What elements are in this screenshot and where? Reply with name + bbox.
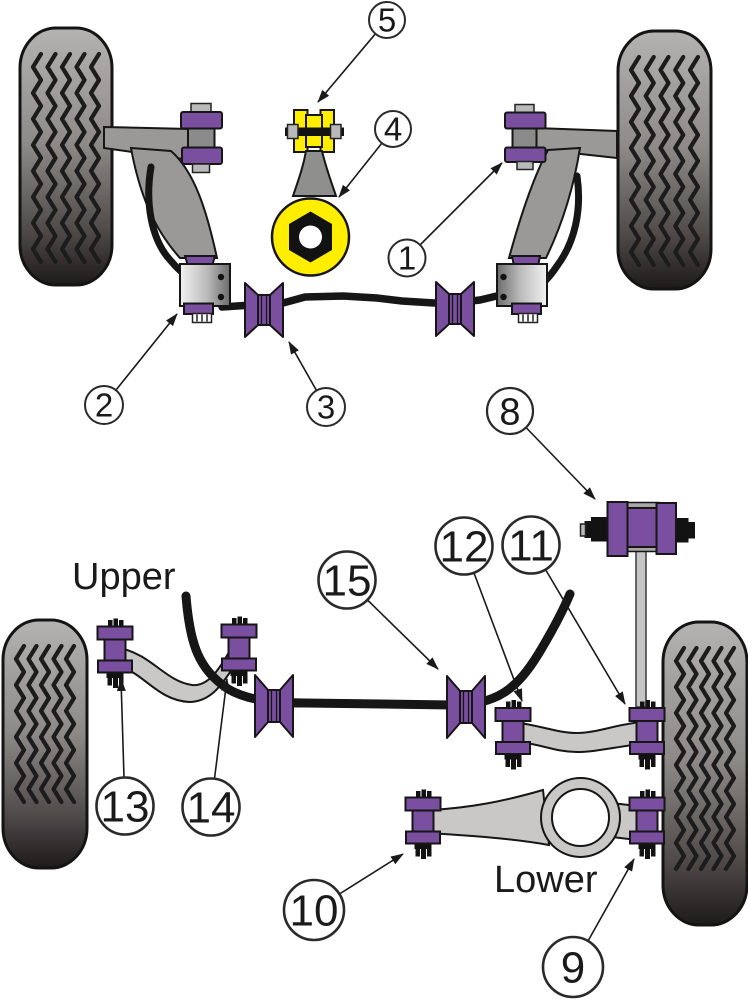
svg-text:3: 3 [317,389,335,426]
callout-9: 9 [541,858,635,999]
callout-2: 2 [84,313,178,425]
svg-text:8: 8 [499,391,520,433]
callout-13: 13 [95,678,155,836]
callout-5: 5 [317,1,406,103]
front-arb-bushing-right [435,281,475,337]
svg-text:9: 9 [561,943,585,992]
front-wishbone-front-bushing-bottom-r [504,146,547,163]
callout-8: 8 [485,386,596,500]
rear-trailing-arm-bushing [579,501,695,557]
svg-text:11: 11 [508,521,554,570]
mount-bolt [285,127,344,136]
upper-label: Upper [72,556,176,598]
front-arb-clamp-left [179,255,231,324]
callout-4: 4 [338,110,412,198]
svg-text:4: 4 [384,111,402,148]
engine-mount-dogbone [270,109,351,277]
rear-left-tire [1,618,89,870]
rear-anti-roll-bar [181,589,575,710]
svg-text:14: 14 [187,783,236,832]
tire-tread [673,645,737,872]
svg-text:15: 15 [323,556,372,605]
tire-tread [628,54,701,268]
callout-11: 11 [501,515,626,705]
callout-4-arrow [338,142,383,198]
callout-10: 10 [282,853,404,942]
lower-label: Lower [494,859,598,901]
callout-9-arrow [587,858,635,942]
front-right-tire [616,29,713,291]
front-left-tire [18,26,114,287]
rear-arb-bushing-right [446,675,486,739]
svg-text:10: 10 [290,886,339,935]
rear-arb-bushing-left [254,674,294,738]
callout-5-arrow [317,33,377,103]
callout-12-arrow [473,572,523,702]
front-arb-end-right [541,172,583,285]
callout-1-arrow [419,162,503,246]
svg-text:1: 1 [398,240,416,277]
callout-10-arrow [338,853,404,895]
front-left-control-arm [103,102,223,280]
svg-text:5: 5 [378,2,396,39]
svg-text:13: 13 [101,782,150,831]
tire-tread [30,51,102,265]
callout-15: 15 [317,550,439,670]
rear-upper-arm-right [519,720,642,754]
rear-lower-arm [429,777,638,858]
front-wishbone-front-bushing-top [180,111,223,130]
front-wishbone-front-bushing-bottom [181,146,223,165]
callout-13-arrow [116,678,126,778]
callout-14-arrow [213,678,230,779]
rear-right-tire [661,620,748,927]
callout-14: 14 [181,678,241,837]
callout-1: 1 [387,162,503,278]
svg-text:12: 12 [440,522,489,571]
trailing-arm-link [635,548,647,708]
callout-3-arrow [288,341,318,391]
front-wishbone-front-bushing-top-r [504,111,547,130]
front-arb-bushing-left [244,282,284,338]
callout-11-arrow [544,569,626,705]
tire-body [616,29,713,291]
callout-3: 3 [288,341,346,427]
callout-15-arrow [366,599,439,670]
front-right-control-arm [504,103,618,285]
tire-body [18,26,114,287]
callout-12: 12 [434,516,523,702]
front-arb-clamp-right [496,255,548,324]
tire-tread [13,643,77,805]
callout-2-arrow [115,313,178,391]
svg-text:2: 2 [95,387,113,424]
callout-8-arrow [525,426,596,500]
